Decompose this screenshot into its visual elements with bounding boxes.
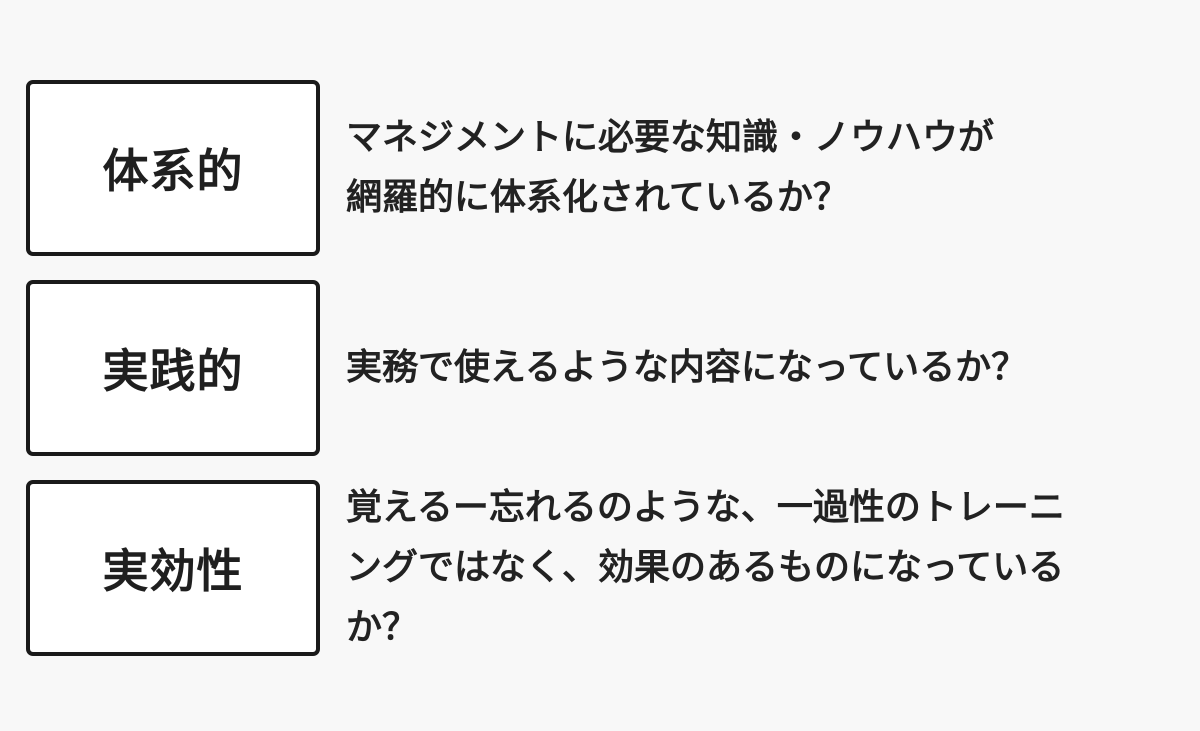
criterion-label: 実効性 <box>102 544 244 598</box>
criterion-label-box: 実践的 <box>26 280 320 456</box>
criterion-description-area: マネジメントに必要な知識・ノウハウが 網羅的に体系化されているか？ <box>346 80 1166 256</box>
criterion-description: 実務で使えるような内容になっているか？ <box>346 347 1028 388</box>
criterion-description: マネジメントに必要な知識・ノウハウが 網羅的に体系化されているか？ <box>346 117 995 218</box>
criterion-description: 覚えるー忘れるのような、一過性のトレーニ ングではなく、効果のあるものになってい… <box>346 487 1065 648</box>
criterion-label-box: 実効性 <box>26 480 320 656</box>
criterion-label: 実践的 <box>102 344 244 398</box>
criterion-description-area: 実務で使えるような内容になっているか？ <box>346 280 1166 456</box>
criterion-label: 体系的 <box>102 144 244 198</box>
criterion-label-box: 体系的 <box>26 80 320 256</box>
criterion-description-area: 覚えるー忘れるのような、一過性のトレーニ ングではなく、効果のあるものになってい… <box>346 480 1166 656</box>
